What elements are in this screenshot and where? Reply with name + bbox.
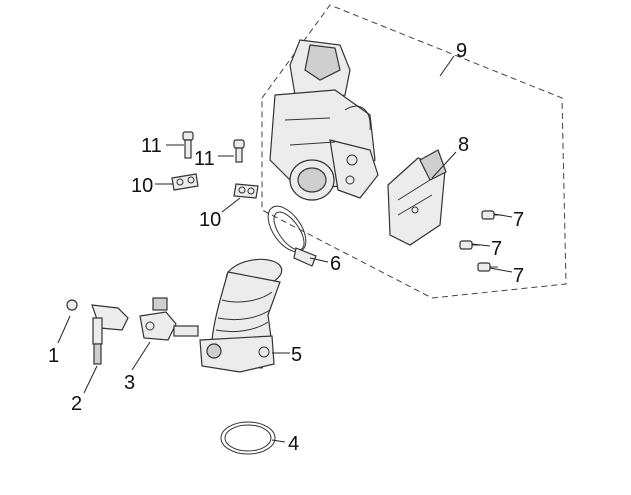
label-part-7-bottom: 7 bbox=[513, 265, 524, 287]
bracket-10a bbox=[171, 173, 199, 191]
o-ring bbox=[220, 421, 276, 455]
label-part-7-top: 7 bbox=[513, 209, 524, 231]
screw-7b bbox=[459, 240, 480, 250]
label-part-3: 3 bbox=[124, 372, 135, 394]
label-part-7-middle: 7 bbox=[491, 238, 502, 260]
intake-manifold bbox=[199, 258, 283, 373]
temperature-sensor bbox=[66, 299, 129, 365]
hose-clamp bbox=[267, 205, 317, 267]
throttle-body bbox=[269, 39, 379, 201]
label-part-11-left: 11 bbox=[141, 135, 162, 157]
label-part-4: 4 bbox=[288, 433, 299, 455]
throttle-position-sensor bbox=[387, 149, 447, 246]
label-part-11-right: 11 bbox=[194, 148, 215, 170]
bracket-10b bbox=[233, 183, 259, 199]
label-part-6: 6 bbox=[330, 253, 341, 275]
screw-7c bbox=[477, 262, 498, 272]
label-part-8: 8 bbox=[458, 134, 469, 156]
leader-lines bbox=[57, 55, 513, 443]
label-part-2: 2 bbox=[71, 393, 82, 415]
label-part-5: 5 bbox=[291, 344, 302, 366]
label-part-10-right: 10 bbox=[199, 209, 221, 231]
label-part-9: 9 bbox=[456, 40, 467, 62]
injector-sensor bbox=[139, 297, 199, 341]
bolt-11a bbox=[182, 131, 194, 159]
assembly-boundary-9 bbox=[261, 4, 567, 299]
bolt-11b bbox=[233, 139, 245, 163]
label-part-10-left: 10 bbox=[131, 175, 153, 197]
label-part-1: 1 bbox=[48, 345, 59, 367]
